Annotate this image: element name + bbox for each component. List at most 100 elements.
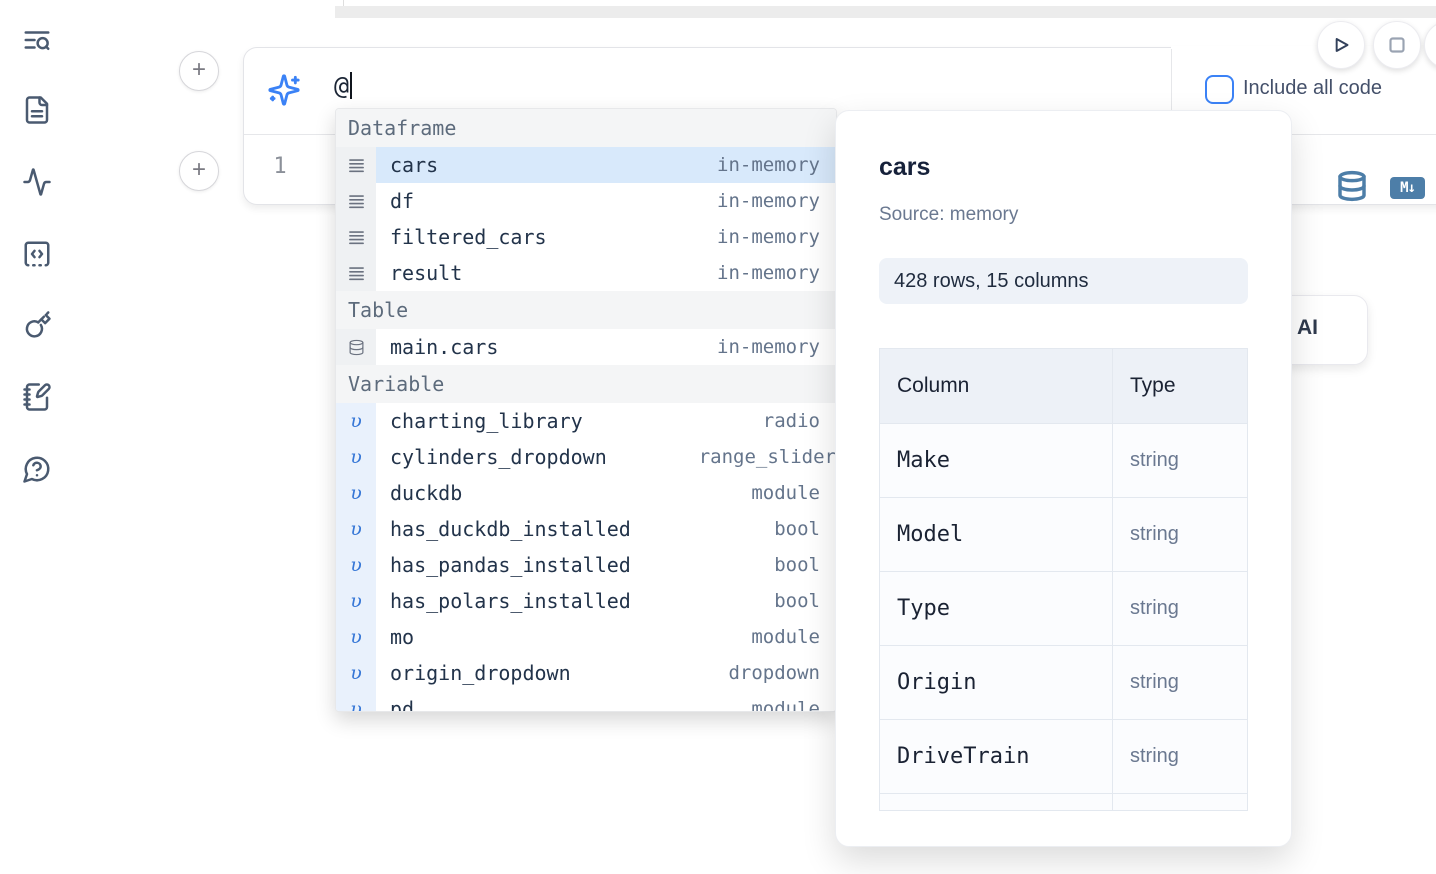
column-type: string [1130, 449, 1179, 471]
autocomplete-dropdown: Dataframe cars in-memory df in-memory fi… [335, 108, 837, 712]
column-name: DriveTrain [880, 720, 1113, 793]
sidebar-item-keys[interactable] [20, 308, 54, 342]
autocomplete-item-cylinders-dropdown[interactable]: υ cylinders_dropdown range_slider [336, 439, 836, 475]
variable-icon: υ [350, 662, 362, 684]
item-name: pd [390, 697, 415, 712]
previous-cell-edge [343, 0, 344, 6]
item-name: charting_library [390, 409, 583, 433]
item-name: cars [390, 153, 439, 177]
variable-icon: υ [350, 698, 362, 712]
ai-prompt-input[interactable]: @ [334, 71, 353, 100]
schema-table: Column Type Make string Model string Typ… [879, 348, 1248, 811]
table-row: Make string [880, 424, 1247, 498]
item-name: df [390, 189, 415, 213]
autocomplete-item-has-duckdb-installed[interactable]: υ has_duckdb_installed bool [336, 511, 836, 547]
item-name: cylinders_dropdown [390, 445, 607, 469]
table-row-clipped [880, 794, 1247, 810]
autocomplete-item-pd[interactable]: υ pd module [336, 691, 836, 712]
autocomplete-item-charting-library[interactable]: υ charting_library radio [336, 403, 836, 439]
scratchpad-icon [23, 383, 51, 411]
item-name: has_polars_installed [390, 589, 631, 613]
table-icon [349, 339, 363, 355]
column-name: Model [880, 498, 1113, 571]
schema-header-column: Column [880, 349, 1113, 423]
item-name: origin_dropdown [390, 661, 571, 685]
table-row: DriveTrain string [880, 720, 1247, 794]
code-block-icon [24, 241, 50, 267]
item-type: bool [774, 590, 820, 612]
add-cell-below-button[interactable]: + [179, 151, 219, 191]
autocomplete-item-mo[interactable]: υ mo module [336, 619, 836, 655]
sidebar-item-activity[interactable] [20, 165, 54, 199]
sidebar-item-list-search[interactable] [20, 23, 54, 57]
variable-icon: υ [350, 626, 362, 648]
stop-button[interactable] [1373, 21, 1421, 69]
section-header-table: Table [336, 291, 836, 329]
variable-icon: υ [350, 554, 362, 576]
sidebar-item-snippets[interactable] [20, 237, 54, 271]
item-name: has_pandas_installed [390, 553, 631, 577]
item-type: in-memory [717, 154, 820, 176]
column-name: Make [880, 424, 1113, 497]
variable-icon: υ [350, 410, 362, 432]
item-type: radio [762, 410, 820, 432]
database-icon[interactable] [1336, 170, 1368, 202]
column-name: Origin [880, 646, 1113, 719]
table-row: Origin string [880, 646, 1247, 720]
item-type: module [751, 626, 820, 648]
item-type: bool [774, 518, 820, 540]
schema-header-row: Column Type [880, 349, 1247, 424]
table-row: Type string [880, 572, 1247, 646]
card-top-cover [1171, 46, 1436, 49]
schema-header-type: Type [1130, 374, 1176, 397]
column-type: string [1130, 523, 1179, 545]
autocomplete-item-cars[interactable]: cars in-memory [336, 147, 836, 183]
play-icon [1335, 38, 1349, 52]
markdown-icon[interactable]: M↓ [1390, 177, 1425, 199]
text-cursor [350, 72, 353, 99]
autocomplete-item-origin-dropdown[interactable]: υ origin_dropdown dropdown [336, 655, 836, 691]
prompt-value: @ [334, 71, 350, 100]
stop-icon [1389, 37, 1405, 53]
run-cell-button[interactable] [1317, 21, 1365, 69]
variable-icon: υ [350, 590, 362, 612]
autocomplete-item-filtered-cars[interactable]: filtered_cars in-memory [336, 219, 836, 255]
tooltip-source: Source: memory [879, 204, 1019, 225]
dataframe-tooltip: cars Source: memory 428 rows, 15 columns… [835, 110, 1292, 847]
include-all-code-checkbox[interactable] [1205, 75, 1234, 104]
item-type: range_slider [698, 446, 836, 468]
item-type: in-memory [717, 190, 820, 212]
column-name: Type [880, 572, 1113, 645]
item-type: dropdown [728, 662, 820, 684]
sidebar-item-scratchpad[interactable] [20, 380, 54, 414]
autocomplete-item-result[interactable]: result in-memory [336, 255, 836, 291]
item-name: has_duckdb_installed [390, 517, 631, 541]
sidebar-item-help[interactable] [20, 452, 54, 486]
autocomplete-item-duckdb[interactable]: υ duckdb module [336, 475, 836, 511]
dataframe-icon [348, 266, 364, 280]
item-type: bool [774, 554, 820, 576]
autocomplete-item-has-polars-installed[interactable]: υ has_polars_installed bool [336, 583, 836, 619]
item-type: in-memory [717, 226, 820, 248]
tooltip-title: cars [879, 153, 931, 181]
section-header-variable: Variable [336, 365, 836, 403]
item-name: main.cars [390, 335, 499, 359]
list-search-icon [24, 31, 50, 50]
dataframe-icon [348, 158, 364, 172]
variable-icon: υ [350, 482, 362, 504]
sidebar-item-document[interactable] [20, 93, 54, 127]
autocomplete-item-has-pandas-installed[interactable]: υ has_pandas_installed bool [336, 547, 836, 583]
autocomplete-item-df[interactable]: df in-memory [336, 183, 836, 219]
key-icon [25, 311, 51, 338]
autocomplete-item-main-cars[interactable]: main.cars in-memory [336, 329, 836, 365]
dataframe-icon [348, 230, 364, 244]
item-name: duckdb [390, 481, 463, 505]
add-cell-above-button[interactable]: + [179, 51, 219, 91]
ai-button-label: AI [1297, 316, 1318, 339]
table-row: Model string [880, 498, 1247, 572]
document-icon [25, 96, 49, 124]
dataframe-icon [348, 194, 364, 208]
column-type: string [1130, 745, 1179, 767]
item-type: in-memory [717, 262, 820, 284]
